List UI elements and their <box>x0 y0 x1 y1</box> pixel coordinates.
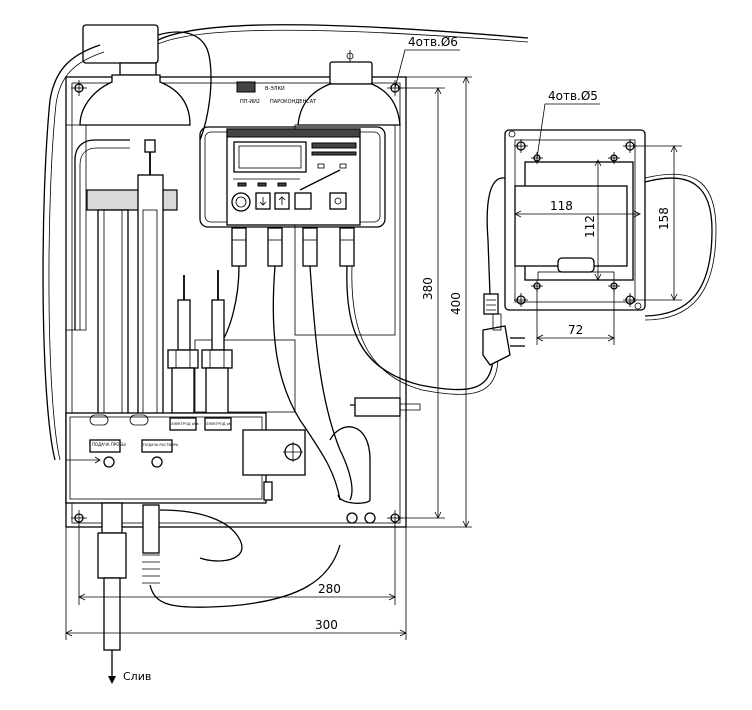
bottle-left <box>79 24 529 141</box>
bottle-right <box>297 50 401 126</box>
dimension-lines-main: 280 300 380 400 4отв.Ø6 <box>65 35 472 640</box>
junction-box: 118 112 72 158 4отв.Ø5 <box>504 89 682 345</box>
transmitter-unit: В-ЭЛКИ ПП-ИИ2 ПАРОКОНДЕНСАТ <box>199 81 386 228</box>
electrodes <box>167 270 233 414</box>
drain-pipe: Слив <box>97 397 421 684</box>
svg-text:В-ЭЛКИ: В-ЭЛКИ <box>265 86 285 92</box>
dim-280: 280 <box>318 582 341 596</box>
dim-72: 72 <box>568 323 583 337</box>
drain-label: Слив <box>123 670 151 683</box>
dim-300: 300 <box>315 618 338 632</box>
power-cable-plug <box>482 173 717 366</box>
dim-112: 112 <box>583 215 597 238</box>
dim-158: 158 <box>657 207 671 230</box>
device-subtitle: ПАРОКОНДЕНСАТ <box>270 99 317 105</box>
dim-118: 118 <box>550 199 573 213</box>
label-solution-inlet: ПОДАЧА РАСТВОРА <box>143 443 179 447</box>
dim-380: 380 <box>421 277 435 300</box>
label-sample-inlet: ПОДАЧА ПРОБЫ <box>92 442 126 447</box>
label-electrode-pna: ЭЛЕКТРОД pNa <box>171 422 199 426</box>
back-panel <box>65 76 407 528</box>
callout-holes-box: 4отв.Ø5 <box>548 89 598 103</box>
callout-holes-main: 4отв.Ø6 <box>408 35 458 49</box>
device-title: ПП-ИИ2 <box>240 99 260 105</box>
label-electrode-pk: ЭЛЕКТРОД pK <box>206 422 232 426</box>
flow-columns <box>42 44 178 461</box>
hydraulic-block: ПОДАЧА ПРОБЫ ПОДАЧА РАСТВОРА ЭЛЕКТРОД pN… <box>65 412 306 504</box>
dim-400: 400 <box>449 292 463 315</box>
